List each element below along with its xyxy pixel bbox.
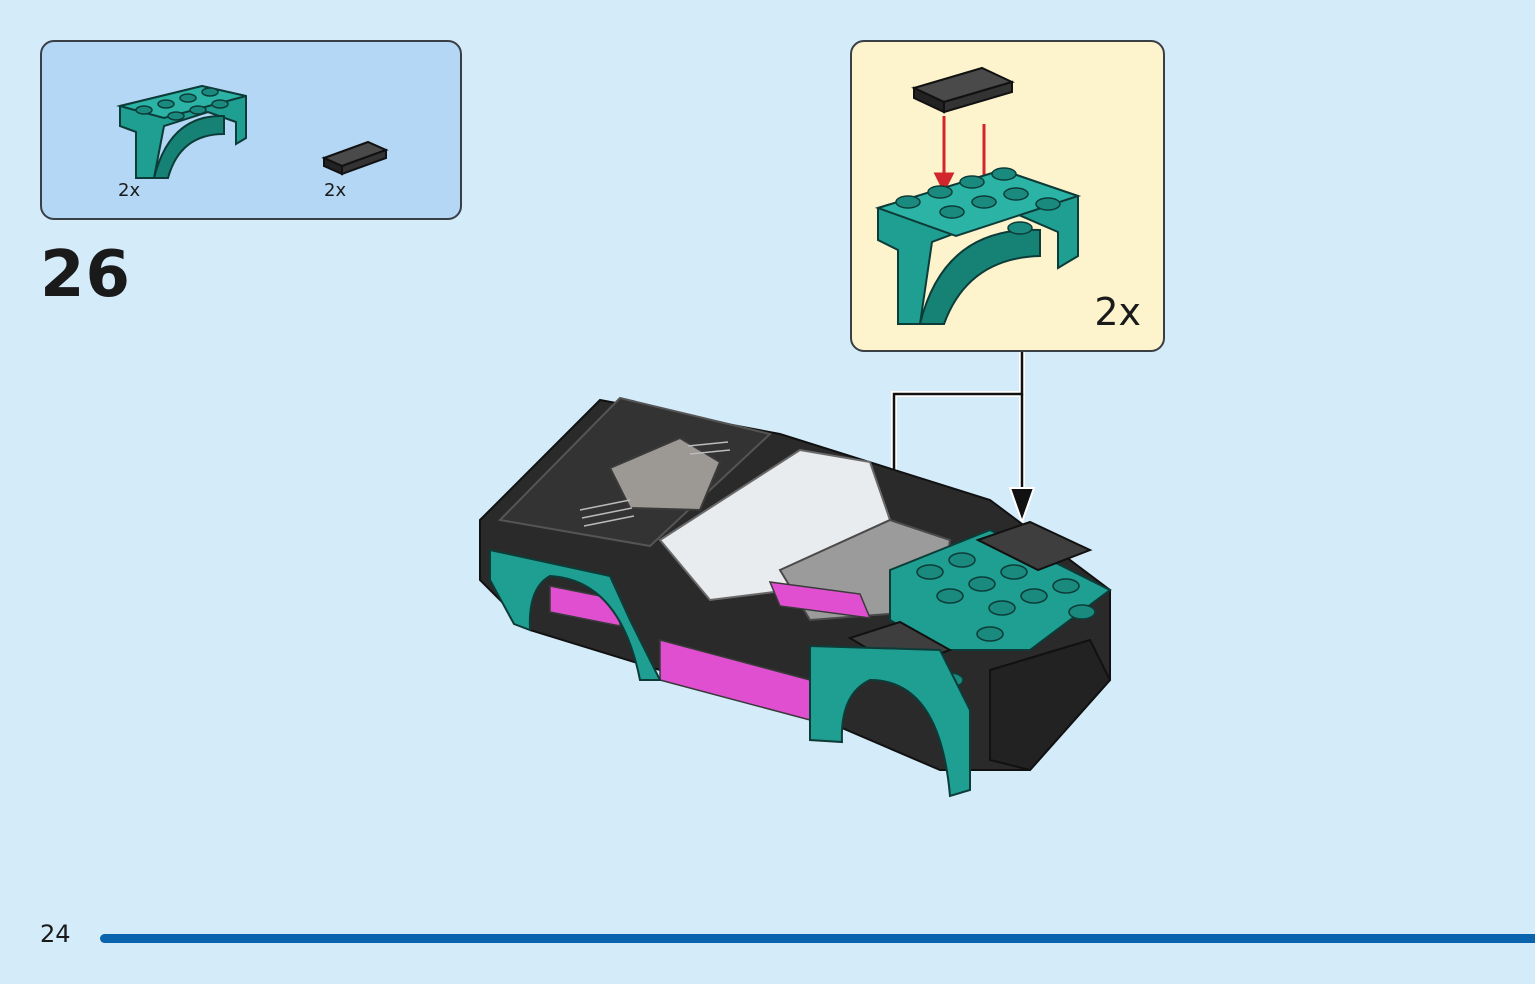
teal-arch-brick-icon	[116, 84, 247, 179]
sub-assembly-callout: 2x	[850, 40, 1165, 352]
step-number: 26	[40, 238, 132, 312]
black-tile-icon	[321, 140, 389, 176]
teal-arch-brick-icon	[874, 167, 1082, 325]
arrow-down-icon	[1008, 487, 1036, 526]
callout-quantity: 2x	[1094, 290, 1141, 334]
quantity-label: 2x	[118, 180, 141, 201]
car-model-illustration	[479, 396, 1112, 798]
quantity-label: 2x	[324, 180, 347, 201]
page-number: 24	[40, 920, 71, 948]
progress-bar	[100, 934, 1535, 943]
sub-assembly-illustration	[874, 66, 1082, 325]
black-tile-icon	[911, 66, 1015, 114]
parts-list-box: 2x 2x	[40, 40, 462, 220]
